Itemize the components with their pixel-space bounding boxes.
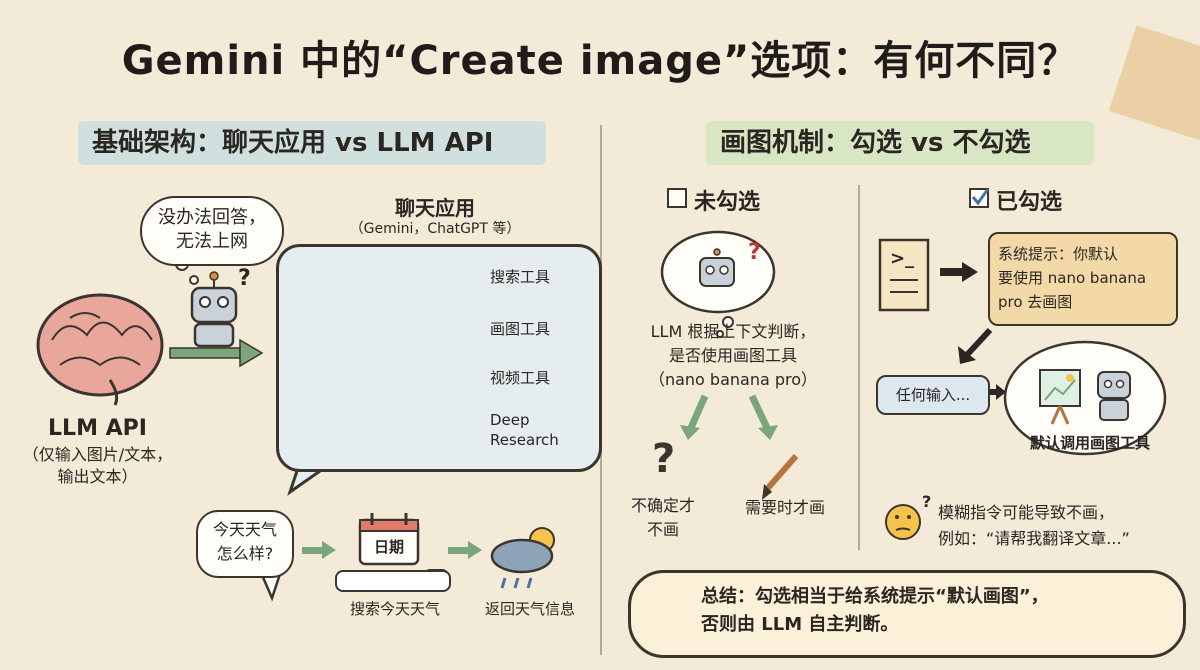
any-input-pill: 任何输入... bbox=[876, 375, 990, 415]
arrow-down-right-icon bbox=[748, 394, 778, 440]
calendar-icon bbox=[358, 513, 420, 566]
calendar-label: 日期 bbox=[373, 538, 404, 556]
tool-draw-label: 画图工具 bbox=[490, 320, 551, 338]
arrow-right-icon bbox=[940, 262, 978, 282]
robot-icon bbox=[699, 248, 735, 287]
arrow-down-left-icon bbox=[958, 327, 993, 364]
checkbox-empty-icon bbox=[667, 188, 687, 208]
warning-question-mark: ? bbox=[922, 492, 932, 511]
terminal-scroll-icon bbox=[878, 238, 930, 312]
robot-icon bbox=[1097, 371, 1131, 421]
tool-search-label: 搜索工具 bbox=[490, 268, 551, 286]
right-section-header: 画图机制：勾选 vs 不勾选 bbox=[706, 121, 1094, 165]
arrow-down-left-icon bbox=[680, 394, 709, 440]
search-weather-label: 搜索今天天气 bbox=[349, 600, 440, 618]
return-weather-label: 返回天气信息 bbox=[484, 600, 575, 618]
terminal-symbol: >_ bbox=[890, 248, 915, 269]
uncertain-question-mark: ? bbox=[652, 436, 676, 482]
any-input-text: 任何输入... bbox=[895, 386, 971, 404]
weather-icon bbox=[490, 527, 555, 589]
system-prompt-box: 系统提示：你默认 要使用 nano banana pro 去画图 bbox=[988, 232, 1178, 326]
left-section-header: 基础架构：聊天应用 vs LLM API bbox=[78, 121, 546, 165]
chat-app-title: 聊天应用 bbox=[395, 196, 475, 220]
unchecked-title: 未勾选 bbox=[694, 190, 761, 215]
chat-app-subtitle: （Gemini，ChatGPT 等） bbox=[349, 221, 521, 237]
arrow-right-icon bbox=[448, 541, 482, 559]
unchecked-question-mark: ? bbox=[748, 240, 761, 265]
system-prompt-text: 系统提示：你默认 要使用 nano banana pro 去画图 bbox=[998, 245, 1147, 311]
cannot-answer-text: 没办法回答， 无法上网 bbox=[158, 207, 266, 252]
llm-api-title: LLM API bbox=[48, 416, 147, 441]
checkbox-checked-icon bbox=[969, 188, 990, 208]
summary-text: 总结：勾选相当于给系统提示“默认画图”， 否则由 LLM 自主判断。 bbox=[701, 586, 1049, 635]
brain-icon bbox=[36, 293, 164, 406]
tool-deep-research-label: Deep Research bbox=[490, 411, 559, 449]
cannot-answer-bubble: 没办法回答， 无法上网 bbox=[140, 196, 284, 266]
unchecked-description: LLM 根据上下文判断， 是否使用画图工具 （nano banana pro） bbox=[648, 322, 818, 389]
arrow-right-icon bbox=[169, 338, 264, 368]
paintbrush-icon bbox=[762, 454, 799, 500]
weather-question-text: 今天天气 怎么样? bbox=[212, 520, 277, 563]
search-bar bbox=[335, 570, 451, 592]
checked-title: 已勾选 bbox=[996, 190, 1063, 215]
summary-box: 总结：勾选相当于给系统提示“默认画图”， 否则由 LLM 自主判断。 bbox=[628, 570, 1186, 658]
default-tool-label: 默认调用画图工具 bbox=[1029, 434, 1150, 452]
arrow-right-icon bbox=[302, 541, 336, 559]
page-title: Gemini 中的“Create image”选项：有何不同？ bbox=[121, 38, 1079, 84]
arrow-right-icon bbox=[988, 384, 1006, 400]
llm-api-subtitle: （仅输入图片/文本， 输出文本） bbox=[22, 445, 173, 486]
thinking-face-icon bbox=[885, 504, 921, 540]
easel-icon bbox=[1039, 369, 1081, 425]
outcome-uncertain-label: 不确定才 不画 bbox=[630, 496, 695, 539]
outcome-needed-label: 需要时才画 bbox=[744, 498, 825, 517]
ambiguous-warning-text: 模糊指令可能导致不画， 例如：“请帮我翻译文章...” bbox=[938, 503, 1130, 548]
chat-app-panel bbox=[276, 244, 602, 472]
right-subdivider bbox=[858, 185, 860, 550]
weather-question-bubble: 今天天气 怎么样? bbox=[196, 510, 294, 578]
confused-question-mark: ? bbox=[238, 266, 251, 291]
tool-video-label: 视频工具 bbox=[490, 369, 551, 387]
robot-icon bbox=[190, 271, 238, 348]
